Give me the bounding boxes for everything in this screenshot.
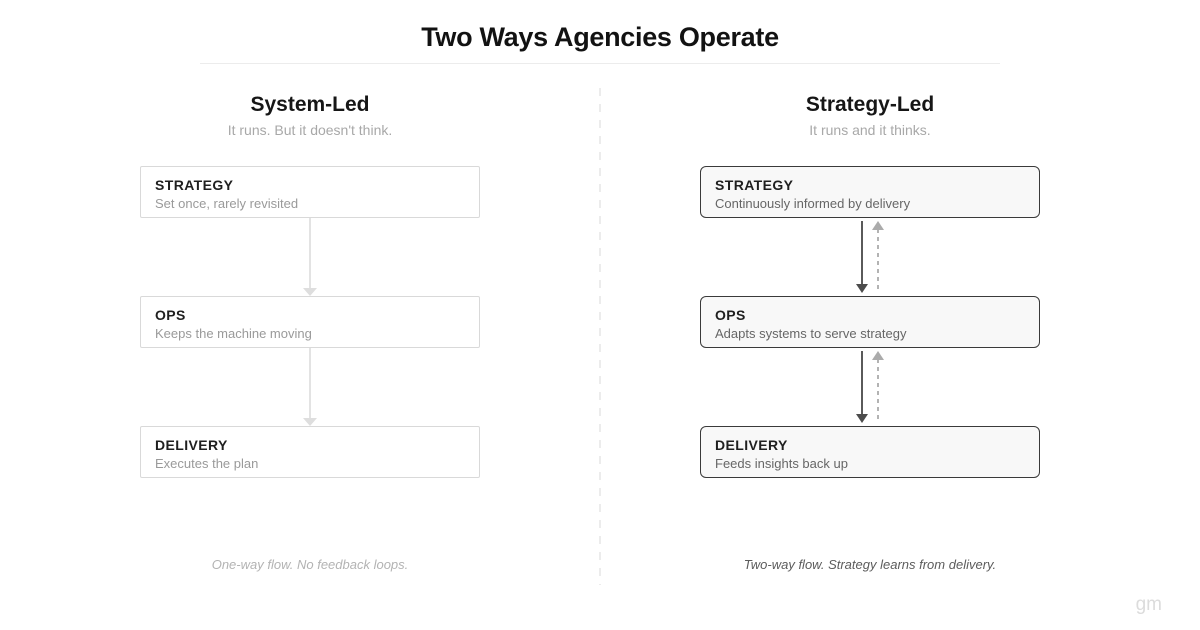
strategy-ops-box: OPS Adapts systems to serve strategy [700, 296, 1040, 348]
strategy-led-caption: Two-way flow. Strategy learns from deliv… [743, 557, 997, 572]
strategy-led-heading: Strategy-Led [805, 93, 935, 116]
title-divider [200, 63, 1000, 64]
down-arrow-shaft [861, 351, 863, 414]
down-arrow-shaft [861, 221, 863, 284]
up-arrow-head [872, 351, 884, 360]
strategy-led-subheading: It runs and it thinks. [809, 122, 931, 138]
arrow-shaft [309, 218, 311, 288]
strategy-strategy-box: STRATEGY Continuously informed by delive… [700, 166, 1040, 218]
box-description: Keeps the machine moving [155, 326, 312, 341]
down-arrow-head [856, 414, 868, 423]
up-arrow-head [872, 221, 884, 230]
box-label: STRATEGY [715, 177, 794, 193]
arrow-down-icon [303, 348, 317, 426]
down-arrow-head [856, 284, 868, 293]
system-led-subheading: It runs. But it doesn't think. [227, 122, 393, 138]
box-description: Feeds insights back up [715, 456, 848, 471]
box-description: Set once, rarely revisited [155, 196, 299, 211]
system-led-caption: One-way flow. No feedback loops. [211, 557, 409, 572]
box-label: OPS [715, 307, 746, 323]
two-way-arrows-icon [854, 221, 886, 293]
arrow-down-icon [303, 218, 317, 296]
up-arrow-dashed-shaft [877, 359, 879, 423]
system-led-heading: System-Led [250, 93, 370, 116]
system-strategy-box: STRATEGY Set once, rarely revisited [140, 166, 480, 218]
box-label: DELIVERY [715, 437, 788, 453]
box-description: Executes the plan [155, 456, 259, 471]
arrow-head [303, 288, 317, 296]
column-divider [599, 88, 601, 585]
box-description: Adapts systems to serve strategy [715, 326, 907, 341]
system-ops-box: OPS Keeps the machine moving [140, 296, 480, 348]
box-label: DELIVERY [155, 437, 228, 453]
two-way-arrows-icon [854, 351, 886, 423]
arrow-head [303, 418, 317, 426]
page-title: Two Ways Agencies Operate [421, 22, 779, 52]
box-label: STRATEGY [155, 177, 234, 193]
up-arrow-dashed-shaft [877, 229, 879, 293]
watermark: gm [1135, 594, 1162, 615]
system-delivery-box: DELIVERY Executes the plan [140, 426, 480, 478]
box-description: Continuously informed by delivery [715, 196, 911, 211]
strategy-delivery-box: DELIVERY Feeds insights back up [700, 426, 1040, 478]
arrow-shaft [309, 348, 311, 418]
box-label: OPS [155, 307, 186, 323]
